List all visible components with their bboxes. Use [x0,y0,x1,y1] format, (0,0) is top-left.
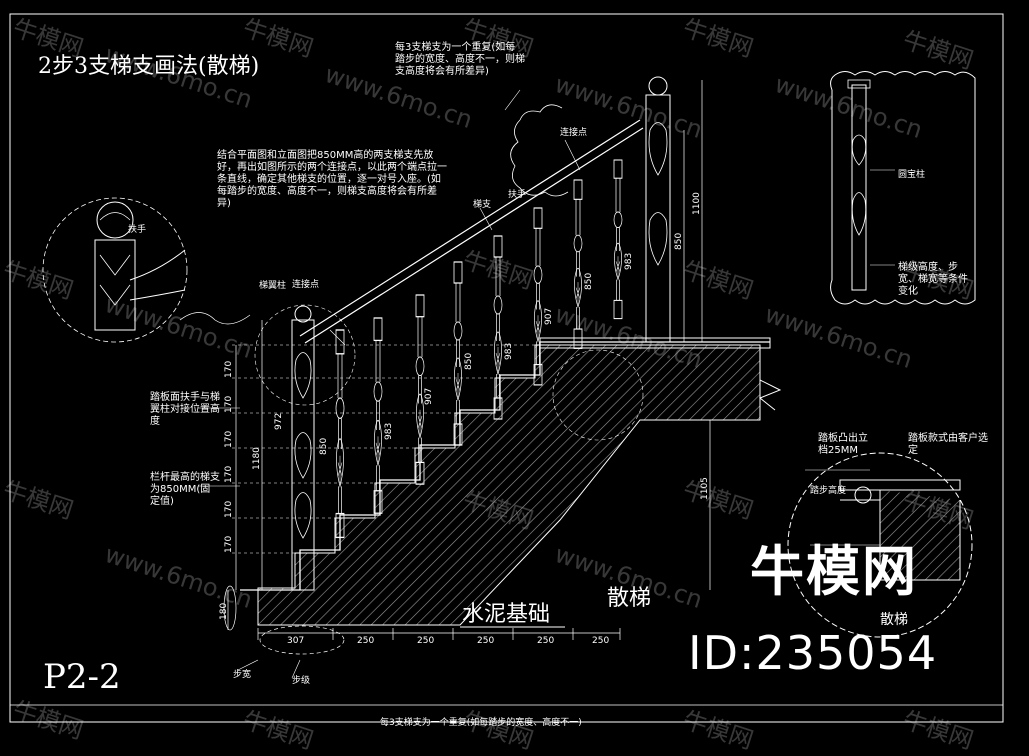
label-bottom-note: 每3支梯支为一个重复(如每踏步的宽度、高度不一) [380,718,582,728]
label-newel: 梯翼柱 [259,281,287,291]
baluster [573,179,583,349]
dim-bottom: 250 [537,636,555,646]
tread-nosing-detail [805,469,961,581]
dim-bottom: 307 [287,636,305,646]
page-code: P2-2 [43,657,121,697]
baluster [335,329,345,539]
dim-rise: 170 [224,465,234,483]
dim-rise: 170 [224,500,234,518]
label-baluster: 梯支 [473,200,492,210]
label-connect-top: 连接点 [560,128,588,138]
baluster [613,159,623,320]
label-step-width: 步宽 [233,670,252,680]
note-left-b: 栏杆最高的梯支为850MM(固定值) [150,472,220,507]
label-detail-stair: 散梯 [880,612,908,628]
label-riser: 步级 [292,676,311,686]
newel-cap-detail [94,201,186,331]
newel-post-right [645,76,671,343]
dim-baluster: 983 [504,342,514,360]
dim-rise: 170 [224,395,234,413]
newel-post-left [291,305,315,591]
dim-right-850: 850 [674,232,684,250]
dim-rise: 170 [224,535,234,553]
dim-bottom: 250 [357,636,375,646]
dim-rise: 170 [224,360,234,378]
label-stair-type: 散梯 [607,586,652,611]
stair-drawing [9,13,1004,723]
drawing-canvas: 牛模网 www.6mo.cn 牛模网 www.6mo.cn 牛模网 www.6m… [0,13,1004,755]
note-detail-b: 踏板款式由客户选定 [908,433,988,456]
note-detail-a: 踏板凸出立档25MM [818,433,868,456]
dim-rise: 170 [224,430,234,448]
label-step-height: 踏步高度 [810,486,847,496]
dim-left-base: 180 [219,602,229,620]
label-concrete: 水泥基础 [462,602,551,627]
dim-baluster: 850 [584,272,594,290]
dim-baluster: 907 [544,307,554,325]
dim-baluster: 983 [384,422,394,440]
label-handrail: 扶手 [508,190,527,200]
dim-bottom: 250 [417,636,435,646]
dim-baluster: 907 [424,387,434,405]
note-top: 每3支梯支为一个重复(如每踏步的宽度、高度不一，则梯支高度将会有所差异) [395,42,525,77]
brand-id: ID:235054 [688,626,938,680]
dim-bottom: 250 [477,636,495,646]
dim-bottom: 250 [592,636,610,646]
label-handrail-small: 扶手 [128,225,147,235]
brand-logo: 牛模网 [750,540,918,603]
note-right-top: 圆宝柱 [898,170,926,180]
dim-left-total: 1180 [252,447,262,470]
note-left-a: 踏板面扶手与梯翼柱对接位置高度 [150,392,220,427]
dim-baluster: 983 [624,252,634,270]
note-right-bottom: 梯级高度、步宽、梯宽等条件变化 [898,262,968,297]
note-middle: 结合平面图和立面图把850MM高的两支梯支先放好，再出如图所示的两个连接点，以此… [217,150,447,209]
dim-right-1105: 1105 [700,477,710,500]
dim-newel-inner: 850 [319,437,329,455]
dim-baluster: 850 [464,352,474,370]
newel-elevation-detail [847,79,895,291]
label-connect-left: 连接点 [292,280,320,290]
drawing-title: 2步3支梯支画法(散梯) [38,54,260,79]
dim-newel-rail: 972 [274,412,284,430]
dim-right-total: 1100 [692,192,702,215]
